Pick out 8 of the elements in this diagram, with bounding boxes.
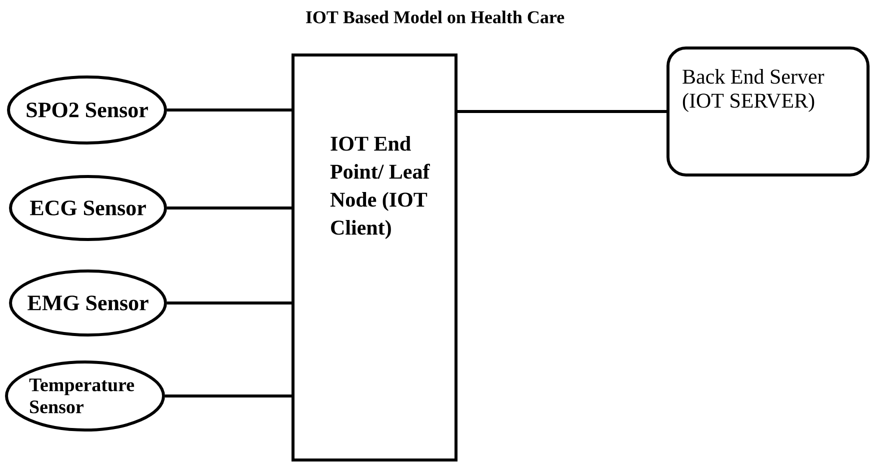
client-box: IOT End Point/ Leaf Node (IOT Client) (292, 54, 458, 462)
connector-line (167, 206, 292, 210)
diagram-title: IOT Based Model on Health Care (306, 10, 564, 24)
connector-line (458, 110, 666, 113)
server-box: Back End Server (IOT SERVER) (666, 46, 870, 176)
connector-line (167, 302, 292, 304)
connector-line (167, 108, 292, 112)
connector-line (165, 394, 292, 398)
